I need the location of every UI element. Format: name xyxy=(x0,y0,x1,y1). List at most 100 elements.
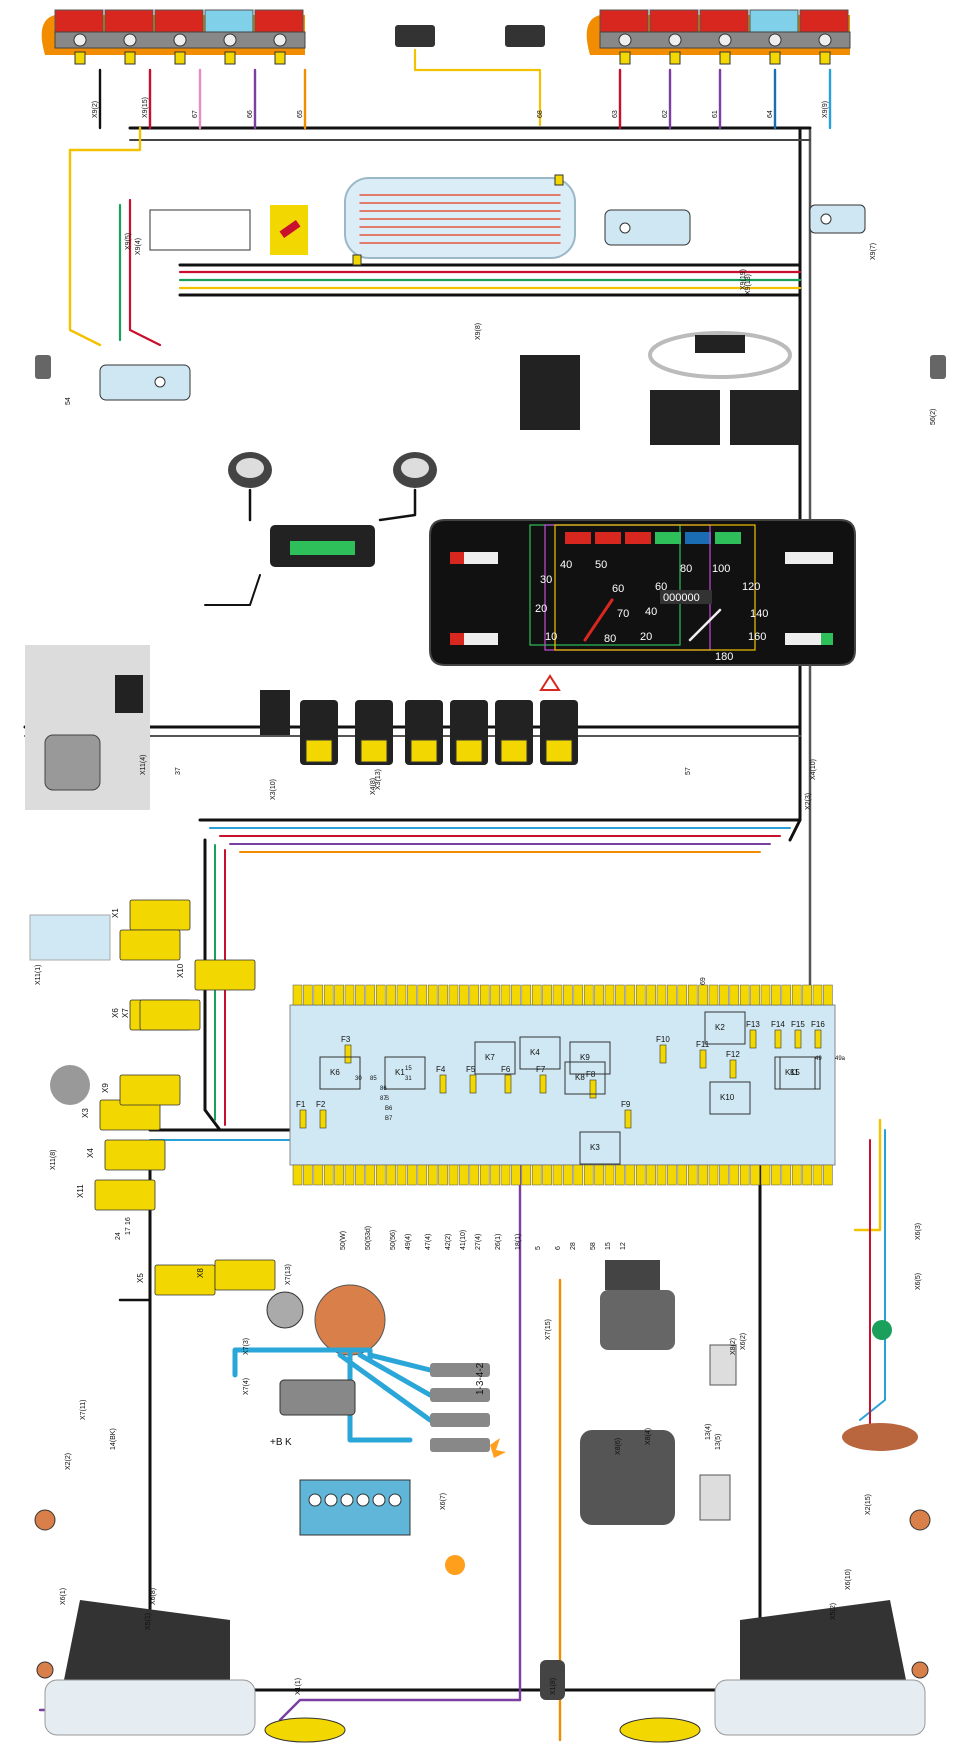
fuse-block-pin-top xyxy=(500,984,511,1006)
hazard-icon xyxy=(539,674,561,691)
wire-yellow-left xyxy=(68,148,102,347)
lamp-plug xyxy=(619,51,631,65)
fuse-block-pin-top xyxy=(646,984,656,1006)
relay xyxy=(319,1056,361,1090)
fuse-block-pin-top xyxy=(719,984,729,1006)
fuse-block-pin-bottom xyxy=(459,1164,469,1186)
door-switch-right xyxy=(930,355,946,379)
fuse-block-pin-top xyxy=(396,984,407,1006)
relay-label: K10 xyxy=(720,1093,735,1102)
dash-switch-plug xyxy=(455,739,483,763)
spark-plug xyxy=(430,1413,490,1427)
fuse-block-pin-top xyxy=(625,984,636,1006)
rear-lamp-right-segment xyxy=(799,9,849,33)
fuse-block-pin-top xyxy=(823,984,833,1006)
rear-lamp-left-segment xyxy=(54,9,104,33)
connector-label: X9(19) xyxy=(740,269,747,290)
connector-block xyxy=(119,929,181,961)
ignition-coil xyxy=(279,1379,356,1416)
fuse xyxy=(344,1044,352,1064)
rear-lamp-left xyxy=(41,9,306,65)
starter-motor xyxy=(600,1290,675,1350)
dash-switch-plug xyxy=(500,739,528,763)
fuse-block-pin-bottom xyxy=(594,1164,604,1186)
fuse-block-pin-bottom xyxy=(427,1164,438,1186)
side-repeater-right xyxy=(909,1509,931,1531)
tacho-tick-label: 70 xyxy=(617,608,629,620)
tacho-tick-label: 20 xyxy=(535,603,547,615)
connector-block-label: X1 xyxy=(111,908,120,918)
fog-lamp-right xyxy=(619,1717,701,1743)
fuse-label: F13 xyxy=(746,1020,760,1029)
relay-label: K6 xyxy=(330,1068,340,1077)
battery-cell xyxy=(356,1493,370,1507)
relay xyxy=(384,1056,426,1090)
connector-label: X6(8) xyxy=(150,1588,157,1605)
connector-label: X8(4) xyxy=(645,1428,652,1445)
rear-lamp-left-segment xyxy=(204,9,254,33)
speed-unit-label: KM/h xyxy=(700,651,716,658)
fuse xyxy=(659,1044,667,1064)
connector-label: X7(11) xyxy=(80,1400,87,1421)
fuse-block-pin-top xyxy=(521,984,532,1006)
connector-label: X3(10) xyxy=(270,779,277,800)
wire-label: 50(W) xyxy=(340,1231,347,1250)
fuse xyxy=(504,1074,512,1094)
fuse-block-pin-top xyxy=(563,984,573,1006)
fuse-label: F10 xyxy=(656,1035,670,1044)
fuse-block-pin-top xyxy=(542,984,552,1006)
fuse-block-pin-bottom xyxy=(604,1164,615,1186)
fuse-block-pin-bottom xyxy=(365,1164,376,1186)
wire-label: 17 xyxy=(125,1227,132,1235)
fuse-block-pin-top xyxy=(438,984,448,1006)
fuse-label: F3 xyxy=(341,1035,351,1044)
bulb-icon xyxy=(173,33,187,47)
wire-label: 24 xyxy=(115,1232,122,1240)
fuse-block-pin-top xyxy=(355,984,365,1006)
fuse-block-pin-bottom xyxy=(438,1164,448,1186)
fuse xyxy=(624,1109,632,1129)
wire-label: 47(4) xyxy=(425,1234,432,1250)
connector-label: X8(2) xyxy=(730,1338,737,1355)
fuse-block-pin-bottom xyxy=(490,1164,500,1186)
connector-label: X6(5) xyxy=(915,1273,922,1290)
spark-icon xyxy=(490,1438,506,1458)
connector-label: X6(3) xyxy=(915,1223,922,1240)
connector-block xyxy=(129,899,191,931)
lamp-unit-center xyxy=(604,209,691,246)
fuse-block-pin-bottom xyxy=(563,1164,573,1186)
speed-tick-label: 120 xyxy=(742,581,760,593)
odometer-box xyxy=(660,590,712,604)
alternator xyxy=(580,1430,675,1525)
bulb-icon xyxy=(73,33,87,47)
radiator-fan xyxy=(842,1423,918,1451)
fuse-block-pin-bottom xyxy=(521,1164,532,1186)
speaker-right-cone xyxy=(401,458,429,478)
dash-switch-plug xyxy=(545,739,573,763)
connector-block-label: X7 xyxy=(121,1008,130,1018)
rear-lamp-left-segment xyxy=(254,9,304,33)
connector-label: X2(3) xyxy=(805,793,812,810)
fuse-block-pin-bottom xyxy=(417,1164,428,1186)
connector-label: X4(10) xyxy=(810,759,817,780)
relay-pin-label: 30 xyxy=(355,1076,362,1082)
sensor-pair xyxy=(709,1344,737,1386)
fuse-label: F5 xyxy=(466,1065,476,1074)
fuse-label: F8 xyxy=(586,1070,596,1079)
spark-plug xyxy=(430,1438,490,1452)
spark-plug xyxy=(430,1363,490,1377)
fuse-block-pin-top xyxy=(531,984,542,1006)
fuse xyxy=(814,1029,822,1049)
wire-plate-lamp xyxy=(413,48,542,127)
wire-label: 64 xyxy=(767,110,774,118)
bulb-icon xyxy=(668,33,682,47)
fuse-block-pin-top xyxy=(677,984,688,1006)
wire-label: 66 xyxy=(247,110,254,118)
wire-label: 56(2) xyxy=(930,409,937,425)
fuse-block-pin-bottom xyxy=(583,1164,594,1186)
oil-gauge-scale xyxy=(785,552,833,564)
connector-block xyxy=(119,1074,181,1106)
fuse xyxy=(749,1029,757,1049)
connector-label: X7(13) xyxy=(285,1264,292,1285)
